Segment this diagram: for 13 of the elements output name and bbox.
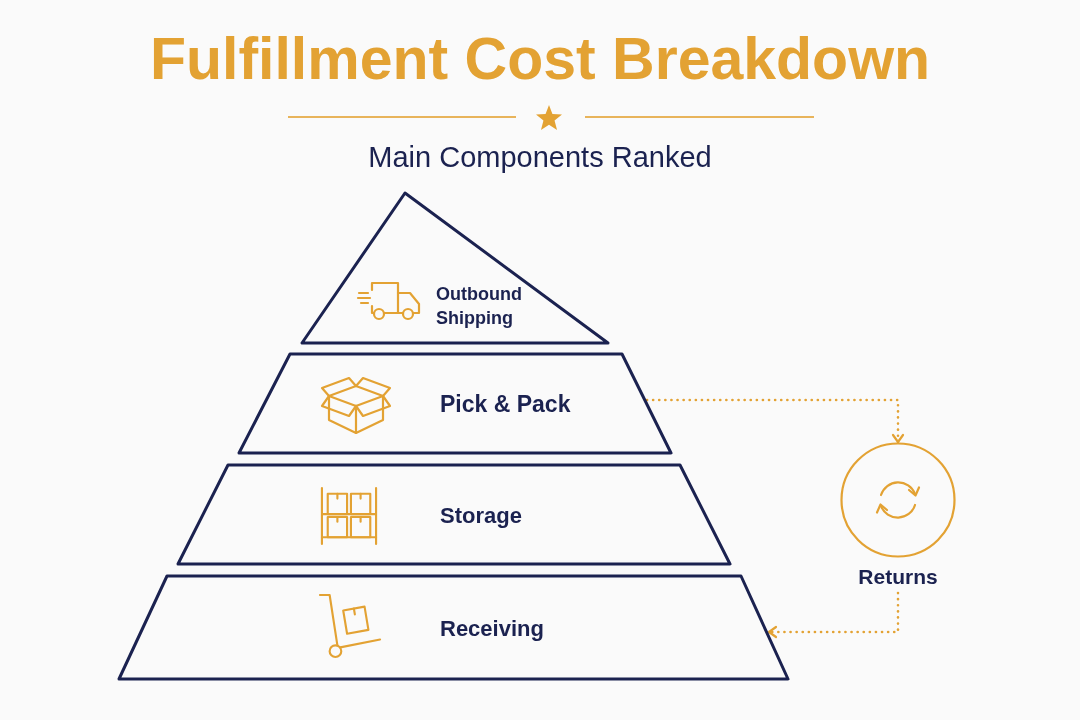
subtitle: Main Components Ranked — [368, 140, 712, 174]
pyramid-tier — [237, 352, 673, 455]
tier-label: Outbound Shipping — [436, 283, 522, 330]
tier-label: Receiving — [440, 615, 544, 643]
pyramid-tier — [176, 463, 732, 566]
title: Fulfillment Cost Breakdown — [149, 26, 931, 92]
pyramid-apex — [300, 191, 610, 345]
node-label: Returns — [858, 564, 938, 590]
dotted-arrow — [767, 591, 900, 639]
tier-label: Pick & Pack — [440, 390, 571, 418]
tier-label: Storage — [440, 502, 522, 530]
pyramid-tier — [117, 574, 790, 681]
dotted-arrow — [645, 398, 905, 444]
